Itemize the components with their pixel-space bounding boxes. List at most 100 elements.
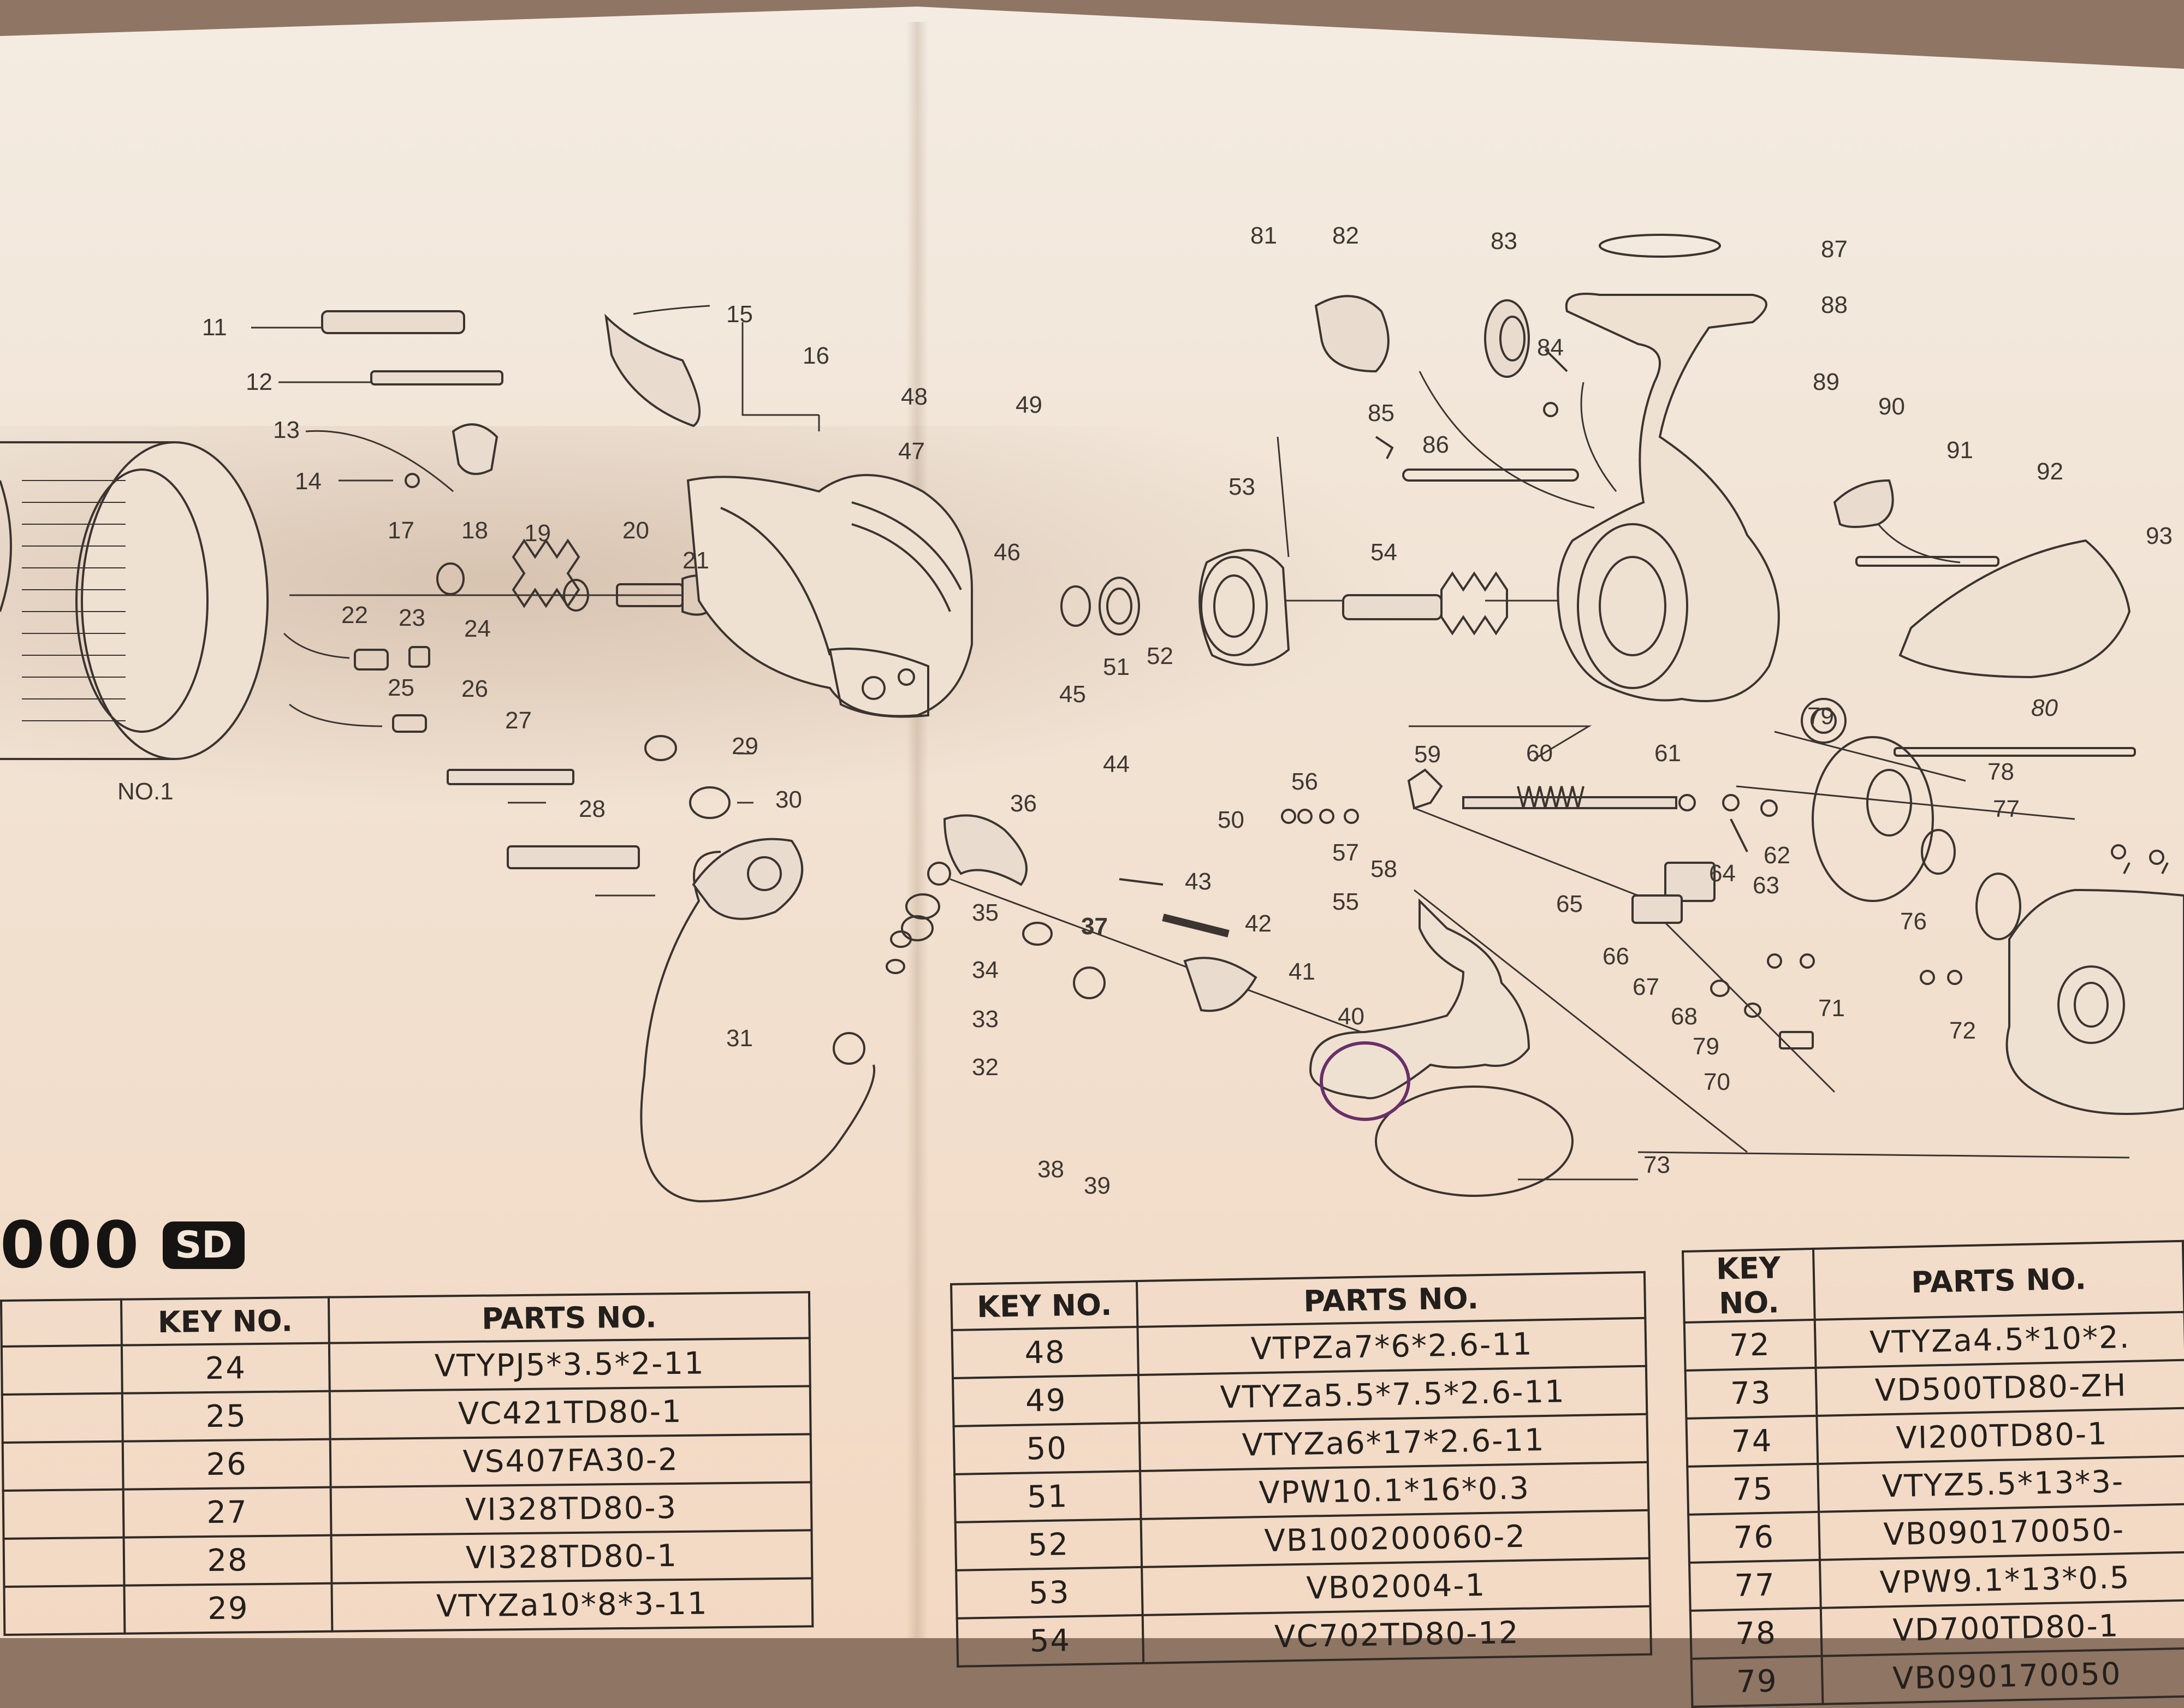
- callout-24: 24: [464, 615, 491, 642]
- callout-38: 38: [1037, 1156, 1064, 1183]
- callout-25: 25: [388, 674, 414, 701]
- callout-53: 53: [1228, 473, 1255, 500]
- callout-60: 60: [1526, 740, 1553, 767]
- callout-46: 46: [994, 539, 1020, 566]
- callout-81: 81: [1250, 222, 1277, 249]
- key-cell: 52: [955, 1519, 1142, 1570]
- callout-no1: NO.1: [117, 778, 174, 805]
- callout-76: 76: [1900, 908, 1927, 935]
- part-cell: VI328TD80-1: [331, 1530, 812, 1584]
- callout-61: 61: [1654, 740, 1681, 767]
- callout-77: 77: [1993, 796, 2020, 822]
- part-cell: VTYZa4.5*10*2.: [1814, 1312, 2184, 1368]
- key-cell: 74: [1686, 1415, 1818, 1467]
- callout-91: 91: [1946, 437, 1973, 464]
- callout-47: 47: [898, 438, 925, 465]
- callout-65: 65: [1556, 891, 1583, 917]
- callout-55: 55: [1332, 888, 1359, 915]
- part-cell: VB090170050-: [1818, 1504, 2184, 1560]
- parts-no-header: PARTS NO.: [1813, 1241, 2184, 1320]
- key-cell: 28: [123, 1535, 332, 1586]
- callout-78: 78: [1987, 758, 2014, 785]
- handle-drawing: [1309, 898, 1574, 1197]
- key-cell: 53: [956, 1567, 1143, 1618]
- callout-93: 93: [2146, 523, 2173, 549]
- callout-80: 80: [2031, 695, 2058, 721]
- callout-27: 27: [505, 707, 532, 734]
- callout-64: 64: [1709, 860, 1736, 887]
- callout-51: 51: [1103, 654, 1130, 680]
- key-no-header: KEY NO.: [1683, 1248, 1815, 1322]
- callout-83: 83: [1491, 228, 1517, 254]
- callout-89: 89: [1813, 369, 1839, 395]
- key-cell: 25: [122, 1391, 330, 1442]
- callout-35: 35: [972, 899, 999, 926]
- key-cell: 51: [954, 1470, 1141, 1522]
- part-cell: VB100200060-2: [1141, 1510, 1649, 1567]
- gear-parts: [1060, 549, 1815, 1049]
- key-cell: 29: [124, 1583, 333, 1634]
- callout-26: 26: [461, 675, 488, 702]
- reel-body: [1314, 234, 2184, 1115]
- part-cell: VTPZa7*6*2.6-11: [1137, 1318, 1646, 1375]
- key-cell: 75: [1687, 1463, 1819, 1515]
- part-cell: VS407FA30-2: [330, 1434, 811, 1487]
- callout-49: 49: [1016, 392, 1042, 418]
- callout-12: 12: [246, 369, 272, 395]
- blank-cell: [2, 1441, 123, 1491]
- callout-15: 15: [726, 301, 753, 328]
- callout-79b: 79: [1807, 703, 1834, 730]
- parts-no-header: PARTS NO.: [1136, 1272, 1646, 1327]
- part-cell: VTYZa5.5*7.5*2.6-11: [1138, 1366, 1647, 1423]
- part-cell: VPW10.1*16*0.3: [1140, 1462, 1649, 1519]
- callout-33: 33: [972, 1006, 999, 1033]
- key-cell: 76: [1688, 1511, 1820, 1563]
- rotor-drawing: [686, 474, 973, 718]
- model-suffix-badge: SD: [163, 1221, 245, 1269]
- key-cell: 26: [122, 1439, 331, 1490]
- blank-cell: [4, 1585, 125, 1635]
- callout-84: 84: [1537, 334, 1564, 361]
- paper-fold: [906, 22, 928, 1638]
- callout-52: 52: [1147, 643, 1173, 669]
- callout-67: 67: [1633, 974, 1659, 1000]
- blank-cell: [2, 1393, 123, 1443]
- callout-40: 40: [1338, 1003, 1364, 1030]
- callout-43: 43: [1185, 868, 1212, 895]
- callout-87: 87: [1821, 236, 1848, 263]
- model-number: 000: [0, 1207, 141, 1283]
- blank-cell: [3, 1537, 124, 1587]
- part-cell: VB02004-1: [1142, 1558, 1651, 1615]
- callout-45: 45: [1059, 681, 1086, 708]
- key-cell: 77: [1689, 1559, 1821, 1611]
- callout-19: 19: [524, 520, 551, 547]
- callout-39: 39: [1084, 1172, 1111, 1199]
- callout-11: 11: [202, 314, 227, 341]
- callout-31: 31: [726, 1025, 753, 1052]
- callout-42: 42: [1245, 910, 1272, 937]
- manual-sheet: [0, 7, 2184, 1638]
- callout-17: 17: [388, 517, 414, 544]
- callout-88: 88: [1821, 292, 1848, 318]
- callout-16: 16: [803, 342, 829, 369]
- callout-70: 70: [1704, 1069, 1730, 1095]
- key-cell: 50: [953, 1422, 1141, 1474]
- part-cell: VPW9.1*13*0.5: [1819, 1552, 2184, 1608]
- callout-73: 73: [1643, 1152, 1670, 1178]
- callout-68: 68: [1671, 1003, 1698, 1030]
- exploded-parts-diagram: [0, 234, 2184, 1203]
- key-cell: 78: [1690, 1608, 1822, 1659]
- callout-62: 62: [1764, 842, 1790, 869]
- key-cell: 27: [123, 1487, 331, 1538]
- bail-assembly: [640, 814, 1257, 1203]
- callout-92: 92: [2037, 458, 2063, 485]
- callout-50: 50: [1218, 806, 1244, 833]
- callout-54: 54: [1370, 539, 1397, 566]
- part-cell: VC702TD80-12: [1142, 1606, 1652, 1663]
- part-cell: VD500TD80-ZH: [1815, 1360, 2184, 1416]
- key-cell: 48: [952, 1327, 1138, 1378]
